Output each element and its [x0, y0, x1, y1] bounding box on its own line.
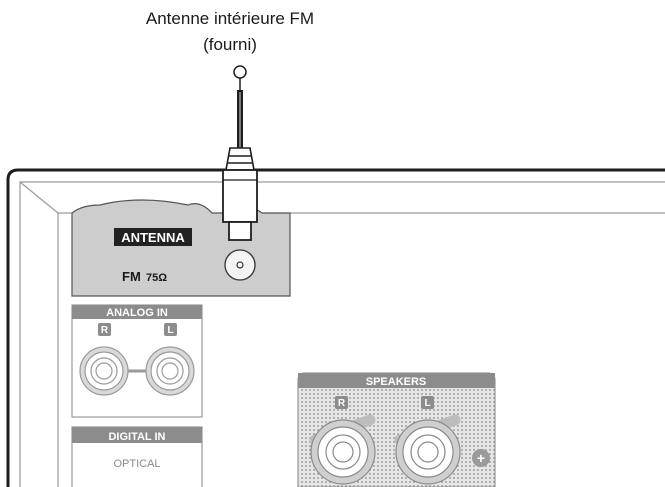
speakers-label: SPEAKERS [366, 376, 427, 388]
plus-symbol: + [477, 450, 485, 466]
antenna-label-box [114, 228, 192, 246]
speaker-l-label: L [424, 398, 430, 409]
fm-jack [224, 249, 256, 281]
analog-r-label: R [101, 325, 109, 336]
antenna-tip-icon [233, 65, 247, 79]
fm-antenna-cable [233, 65, 247, 150]
caption-line-2: (fourni) [203, 35, 257, 54]
speakers-panel: SPEAKERS R L + [297, 372, 496, 487]
analog-in-panel: ANALOG IN R L [71, 304, 203, 418]
fm-plug [222, 147, 258, 241]
analog-r-jack [79, 346, 129, 396]
antenna-label: ANTENNA [121, 230, 185, 245]
digital-in-panel: DIGITAL IN OPTICAL [71, 426, 203, 487]
digital-in-label: DIGITAL IN [108, 431, 165, 443]
analog-l-label: L [167, 325, 173, 336]
fm-jack-pin [236, 261, 244, 269]
speaker-r-terminal [309, 414, 376, 485]
plus-symbol-icon: + [472, 449, 490, 467]
impedance-label: 75Ω [146, 272, 167, 284]
optical-label: OPTICAL [113, 458, 160, 470]
analog-l-jack [145, 346, 195, 396]
caption-line-1: Antenne intérieure FM [145, 9, 315, 28]
speaker-r-label: R [338, 398, 346, 409]
analog-in-label: ANALOG IN [106, 307, 168, 319]
fm-label: FM [122, 269, 141, 284]
speaker-l-terminal [394, 414, 461, 485]
